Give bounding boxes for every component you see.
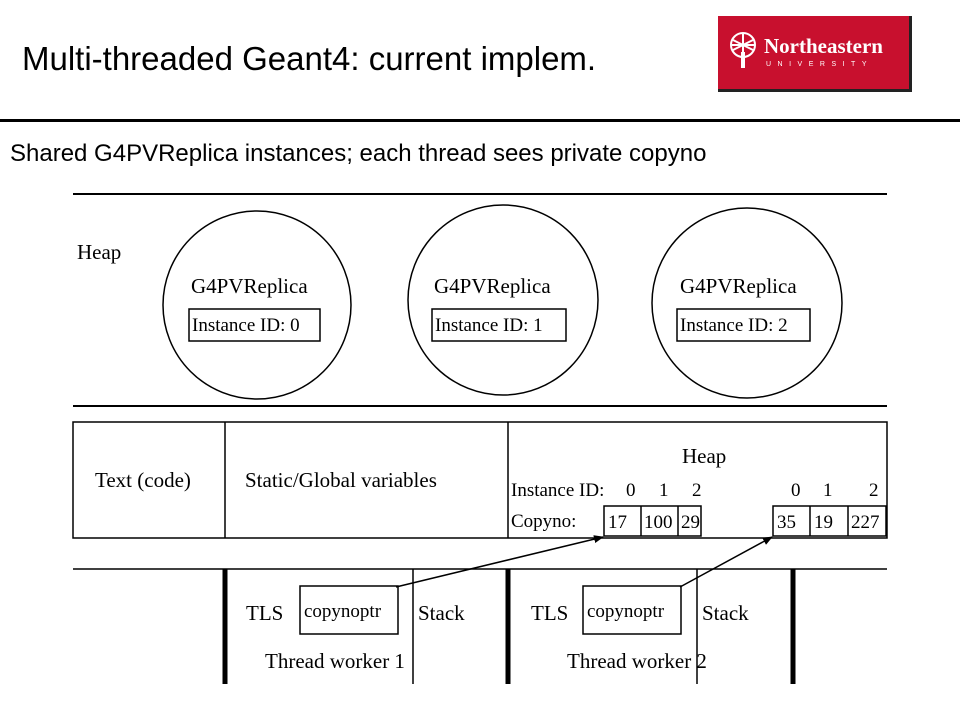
replica-circle-1: G4PVReplica Instance ID: 1	[407, 204, 599, 396]
instance-id-a-2: 2	[692, 480, 702, 501]
instance-id-b-0: 0	[791, 480, 801, 501]
replica-name-1: G4PVReplica	[434, 274, 551, 298]
text-code-label: Text (code)	[95, 468, 191, 492]
copynoptr-2: copynoptr	[587, 601, 665, 622]
pointer-arrow-1	[395, 535, 604, 588]
replica-instance-1: Instance ID: 1	[435, 315, 543, 336]
title-divider	[0, 119, 960, 122]
stack-label-2: Stack	[702, 601, 749, 625]
shared-heap-label: Heap	[77, 240, 121, 264]
copyno-label: Copyno:	[511, 511, 576, 532]
copyno-a-0: 17	[608, 512, 627, 533]
replica-name-0: G4PVReplica	[191, 274, 308, 298]
replica-name-2: G4PVReplica	[680, 274, 797, 298]
instance-id-label: Instance ID:	[511, 480, 604, 501]
thread-heap-label: Heap	[682, 444, 726, 468]
northeastern-logo: Northeastern UNIVERSITY	[718, 16, 912, 92]
thread-worker-label-1: Thread worker 1	[265, 649, 405, 673]
slide-subtitle: Shared G4PVReplica instances; each threa…	[10, 140, 707, 167]
replica-instance-2: Instance ID: 2	[680, 315, 788, 336]
thread-worker-label-2: Thread worker 2	[567, 649, 707, 673]
copyno-b-1: 19	[814, 512, 833, 533]
copynoptr-1: copynoptr	[304, 601, 382, 622]
copyno-a-2: 29	[681, 512, 700, 533]
thread-worker-1: TLS copynoptr Stack Thread worker 1	[246, 585, 465, 673]
copyno-b-2: 227	[851, 512, 880, 533]
copyno-b-0: 35	[777, 512, 796, 533]
instance-id-b-2: 2	[869, 480, 879, 501]
logo-subtitle: UNIVERSITY	[766, 61, 874, 68]
copyno-a-1: 100	[644, 512, 673, 533]
instance-id-a-1: 1	[659, 480, 669, 501]
replica-instance-0: Instance ID: 0	[192, 315, 300, 336]
tree-seal-icon	[730, 32, 756, 68]
stack-label-1: Stack	[418, 601, 465, 625]
process-memory-table	[72, 421, 888, 539]
pointer-arrow-2	[679, 536, 773, 588]
replica-circle-0: G4PVReplica Instance ID: 0	[162, 210, 352, 400]
replica-circle-2: G4PVReplica Instance ID: 2	[651, 207, 843, 399]
instance-id-b-1: 1	[823, 480, 833, 501]
static-globals-label: Static/Global variables	[245, 468, 437, 492]
tls-label-2: TLS	[531, 601, 568, 625]
instance-id-a-0: 0	[626, 480, 636, 501]
tls-label-1: TLS	[246, 601, 283, 625]
copyno-table-a: 17 100 29	[603, 505, 702, 537]
copyno-table-b: 35 19 227	[772, 505, 887, 537]
slide-title: Multi-threaded Geant4: current implem.	[22, 40, 597, 77]
logo-name: Northeastern	[764, 34, 883, 58]
thread-worker-2: TLS copynoptr Stack Thread worker 2	[531, 585, 749, 673]
